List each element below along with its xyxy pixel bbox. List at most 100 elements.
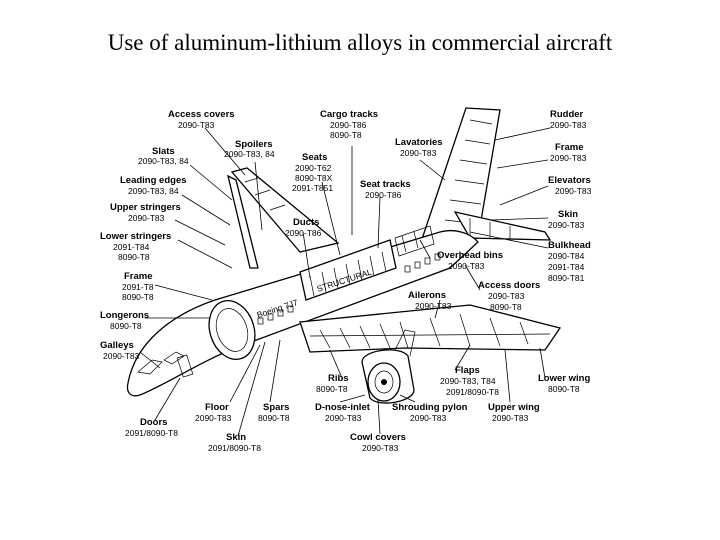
- callout-frame-right: Frame 2090-T83: [550, 142, 587, 163]
- svg-text:2090-T83: 2090-T83: [555, 186, 592, 196]
- svg-text:8090-T8: 8090-T8: [490, 302, 522, 312]
- callout-d-nose-inlet: D-nose-inlet 2090-T83: [315, 402, 371, 423]
- svg-text:Longerons: Longerons: [100, 310, 149, 321]
- callout-longerons: Longerons 8090-T8: [100, 310, 149, 331]
- svg-text:2090-T83: 2090-T83: [415, 301, 452, 311]
- svg-text:D-nose-inlet: D-nose-inlet: [315, 402, 371, 413]
- svg-text:8090-T8X: 8090-T8X: [295, 173, 333, 183]
- svg-text:2090-T83, 84: 2090-T83, 84: [138, 156, 189, 166]
- callout-overhead-bins: Overhead bins 2090-T83: [437, 250, 503, 271]
- svg-text:Seats: Seats: [302, 152, 327, 163]
- svg-text:2090-T83: 2090-T83: [488, 291, 525, 301]
- svg-text:Ailerons: Ailerons: [408, 290, 446, 301]
- svg-text:Seat tracks: Seat tracks: [360, 179, 411, 190]
- callout-frame-left: Frame 2091-T8 8090-T8: [122, 271, 154, 302]
- callout-upper-wing: Upper wing 2090-T83: [488, 402, 540, 423]
- svg-text:Lower wing: Lower wing: [538, 373, 590, 384]
- svg-text:2091-T84: 2091-T84: [548, 262, 585, 272]
- svg-text:Access doors: Access doors: [478, 280, 540, 291]
- svg-text:2090-T83: 2090-T83: [550, 120, 587, 130]
- callout-lower-stringers: Lower stringers 2091-T84 8090-T8: [100, 231, 171, 262]
- svg-text:Upper wing: Upper wing: [488, 402, 540, 413]
- callout-spars: Spars 8090-T8: [258, 402, 290, 423]
- svg-text:2090-T86: 2090-T86: [330, 120, 367, 130]
- svg-text:2090-T83: 2090-T83: [325, 413, 362, 423]
- callout-seat-tracks: Seat tracks 2090-T86: [360, 179, 411, 200]
- svg-text:2090-T86: 2090-T86: [365, 190, 402, 200]
- svg-text:2091/8090-T8: 2091/8090-T8: [208, 443, 261, 453]
- svg-text:Cowl covers: Cowl covers: [350, 432, 406, 443]
- svg-text:Access covers: Access covers: [168, 109, 235, 120]
- svg-text:Floor: Floor: [205, 402, 229, 413]
- svg-text:8090-T8: 8090-T8: [548, 384, 580, 394]
- aircraft-illustration: STRUCTURAL Boeing 7J7: [126, 107, 562, 404]
- callout-ribs: Ribs 8090-T8: [316, 373, 349, 394]
- svg-text:Rudder: Rudder: [550, 109, 584, 120]
- svg-text:Skin: Skin: [558, 209, 578, 220]
- callout-shrouding-pylon: Shrouding pylon 2090-T83: [392, 402, 468, 423]
- callout-lavatories: Lavatories 2090-T83: [395, 137, 443, 158]
- callout-spoilers: Spoilers 2090-T83, 84: [224, 139, 275, 159]
- svg-text:2090-T86: 2090-T86: [285, 228, 322, 238]
- svg-text:Bulkhead: Bulkhead: [548, 240, 591, 251]
- svg-text:Frame: Frame: [124, 271, 153, 282]
- svg-text:2090-T83: 2090-T83: [400, 148, 437, 158]
- svg-text:2090-T83: 2090-T83: [103, 351, 140, 361]
- callout-ducts: Ducts 2090-T86: [285, 217, 322, 238]
- svg-text:Flaps: Flaps: [455, 365, 480, 376]
- svg-text:Ribs: Ribs: [328, 373, 349, 384]
- svg-text:8090-T8: 8090-T8: [258, 413, 290, 423]
- svg-text:Elevators: Elevators: [548, 175, 591, 186]
- svg-text:Ducts: Ducts: [293, 217, 319, 228]
- svg-text:Overhead bins: Overhead bins: [437, 250, 503, 261]
- svg-text:2091-T84: 2091-T84: [113, 242, 150, 252]
- svg-text:2090-T83: 2090-T83: [492, 413, 529, 423]
- svg-text:Shrouding pylon: Shrouding pylon: [392, 402, 468, 413]
- svg-text:8090-T8: 8090-T8: [122, 292, 154, 302]
- callout-elevators: Elevators 2090-T83: [548, 175, 592, 196]
- callout-cowl-covers: Cowl covers 2090-T83: [350, 432, 406, 453]
- callout-doors: Doors 2091/8090-T8: [125, 417, 178, 438]
- slide-title: Use of aluminum-lithium alloys in commer…: [107, 30, 613, 55]
- callout-bulkhead: Bulkhead 2090-T84 2091-T84 8090-T81: [548, 240, 591, 283]
- callout-leading-edges: Leading edges 2090-T83, 84: [120, 175, 187, 196]
- callout-galleys: Galleys 2090-T83: [100, 340, 140, 361]
- svg-text:2091-T851: 2091-T851: [292, 183, 333, 193]
- svg-text:2090-T83: 2090-T83: [178, 120, 215, 130]
- callout-upper-stringers: Upper stringers 2090-T83: [110, 202, 181, 223]
- svg-text:2090-T84: 2090-T84: [548, 251, 585, 261]
- svg-text:Spars: Spars: [263, 402, 289, 413]
- callout-slats: Slats 2090-T83, 84: [138, 146, 189, 166]
- svg-text:2090-T83: 2090-T83: [550, 153, 587, 163]
- svg-text:2090-T83: 2090-T83: [195, 413, 232, 423]
- callout-ailerons: Ailerons 2090-T83: [408, 290, 452, 311]
- svg-text:8090-T81: 8090-T81: [548, 273, 585, 283]
- svg-text:8090-T8: 8090-T8: [110, 321, 142, 331]
- callout-skin-bottom: Skin 2091/8090-T8: [208, 432, 261, 453]
- svg-text:Lower stringers: Lower stringers: [100, 231, 171, 242]
- callout-labels: Access covers 2090-T83 Cargo tracks 2090…: [100, 109, 592, 453]
- callout-flaps: Flaps 2090-T83, T84 2091/8090-T8: [440, 365, 499, 397]
- callout-cargo-tracks: Cargo tracks 2090-T86 8090-T8: [320, 109, 378, 140]
- svg-text:Doors: Doors: [140, 417, 167, 428]
- svg-text:2090-T83, 84: 2090-T83, 84: [224, 149, 275, 159]
- svg-text:2090-T83, T84: 2090-T83, T84: [440, 376, 496, 386]
- svg-text:2091/8090-T8: 2091/8090-T8: [125, 428, 178, 438]
- svg-text:Leading edges: Leading edges: [120, 175, 187, 186]
- svg-text:Spoilers: Spoilers: [235, 139, 273, 150]
- svg-text:Upper stringers: Upper stringers: [110, 202, 181, 213]
- svg-text:2090-T83: 2090-T83: [410, 413, 447, 423]
- svg-text:2090-T83: 2090-T83: [362, 443, 399, 453]
- svg-text:8090-T8: 8090-T8: [330, 130, 362, 140]
- callout-floor: Floor 2090-T83: [195, 402, 232, 423]
- svg-text:2090-T83: 2090-T83: [448, 261, 485, 271]
- callout-seats: Seats 2090-T62 8090-T8X 2091-T851: [292, 152, 333, 193]
- svg-text:Galleys: Galleys: [100, 340, 134, 351]
- svg-text:2091-T8: 2091-T8: [122, 282, 154, 292]
- leader-lines: [139, 127, 551, 437]
- callout-rudder: Rudder 2090-T83: [550, 109, 587, 130]
- svg-text:2090-T83, 84: 2090-T83, 84: [128, 186, 179, 196]
- callout-access-doors: Access doors 2090-T83 8090-T8: [478, 280, 540, 312]
- svg-text:2090-T83: 2090-T83: [128, 213, 165, 223]
